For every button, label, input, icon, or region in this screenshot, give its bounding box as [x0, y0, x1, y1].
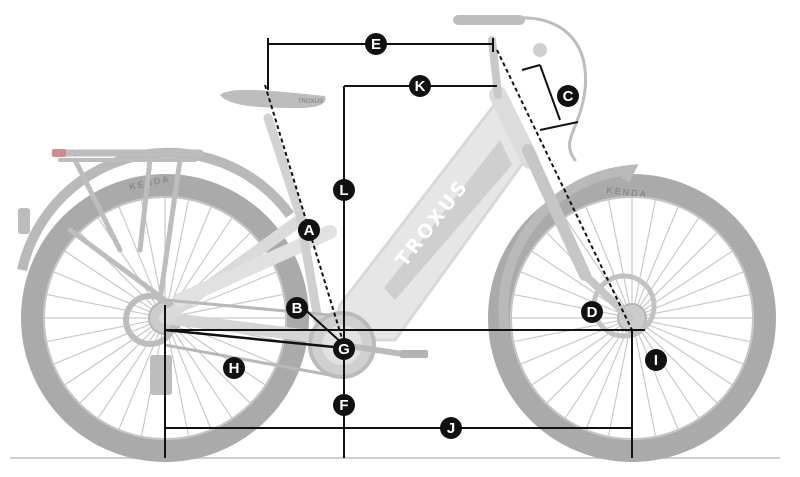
- rear-reflector: [18, 208, 30, 234]
- dimension-c-line: [521, 64, 541, 71]
- marker-label: J: [447, 420, 455, 437]
- spoke: [520, 317, 633, 365]
- spoke: [546, 317, 633, 404]
- marker-label: L: [339, 182, 348, 199]
- marker-circle: [557, 85, 579, 107]
- dimension-lines: [164, 38, 645, 458]
- marker-circle: [409, 75, 431, 97]
- marker-circle: [440, 417, 462, 439]
- spoke: [631, 200, 656, 319]
- spoke: [631, 317, 718, 404]
- marker-f: F: [333, 394, 355, 416]
- dimension-markers: A B C D E F G H I J K L: [223, 33, 667, 439]
- saddle-brand: TROXUS: [298, 99, 323, 105]
- marker-a: A: [298, 219, 320, 241]
- dimension-a-line: [264, 84, 345, 346]
- marker-g: G: [333, 338, 355, 360]
- spoke: [631, 250, 733, 319]
- spoke: [631, 317, 656, 436]
- dimension-d-line: [496, 49, 633, 331]
- spoke: [64, 250, 166, 319]
- marker-label: B: [292, 300, 303, 317]
- spoke: [164, 317, 233, 419]
- spoke: [53, 317, 166, 365]
- spoke: [164, 317, 212, 430]
- spoke: [631, 206, 679, 319]
- spoke: [631, 317, 679, 430]
- marker-h: H: [223, 357, 245, 379]
- front-fender: [498, 164, 639, 331]
- spoke: [47, 317, 166, 342]
- marker-e: E: [365, 33, 387, 55]
- spoke: [631, 217, 700, 319]
- spoke: [631, 317, 744, 365]
- spoke: [585, 206, 633, 319]
- marker-label: G: [338, 341, 350, 358]
- marker-circle: [333, 394, 355, 416]
- marker-c: C: [557, 85, 579, 107]
- front-wheel-spokes: [512, 198, 752, 438]
- marker-b: B: [286, 297, 308, 319]
- spoke: [118, 317, 166, 430]
- marker-circle: [365, 33, 387, 55]
- marker-label: C: [563, 88, 574, 105]
- marker-circle: [333, 179, 355, 201]
- dimension-h-line: [164, 328, 345, 350]
- bike-frame: [159, 15, 634, 346]
- marker-k: K: [409, 75, 431, 97]
- spoke: [631, 317, 700, 419]
- spoke: [564, 217, 633, 319]
- spoke: [608, 200, 633, 319]
- marker-j: J: [440, 417, 462, 439]
- marker-circle: [333, 338, 355, 360]
- marker-i: I: [645, 349, 667, 371]
- spoke: [631, 271, 744, 319]
- marker-label: I: [654, 352, 658, 369]
- spoke: [631, 232, 718, 319]
- marker-circle: [581, 301, 603, 323]
- marker-circle: [223, 357, 245, 379]
- front-tire-brand: KENDA: [606, 185, 649, 199]
- saddle: TROXUS: [220, 89, 326, 108]
- marker-label: D: [587, 304, 598, 321]
- spoke: [53, 271, 166, 319]
- spoke: [47, 294, 166, 319]
- marker-label: H: [229, 360, 240, 377]
- marker-circle: [645, 349, 667, 371]
- rear-rack: [51, 149, 204, 303]
- marker-label: F: [339, 397, 348, 414]
- spoke: [79, 317, 166, 404]
- rear-tail-light: [52, 149, 66, 157]
- spoke: [164, 200, 189, 319]
- spoke: [97, 317, 166, 419]
- marker-l: L: [333, 179, 355, 201]
- marker-circle: [286, 297, 308, 319]
- marker-d: D: [581, 301, 603, 323]
- marker-label: K: [415, 78, 426, 95]
- marker-label: E: [371, 36, 381, 53]
- spoke: [520, 271, 633, 319]
- spoke: [514, 294, 633, 319]
- marker-circle: [298, 219, 320, 241]
- spoke: [97, 217, 166, 319]
- spoke: [631, 317, 733, 386]
- marker-label: A: [304, 222, 315, 239]
- spoke: [64, 317, 166, 386]
